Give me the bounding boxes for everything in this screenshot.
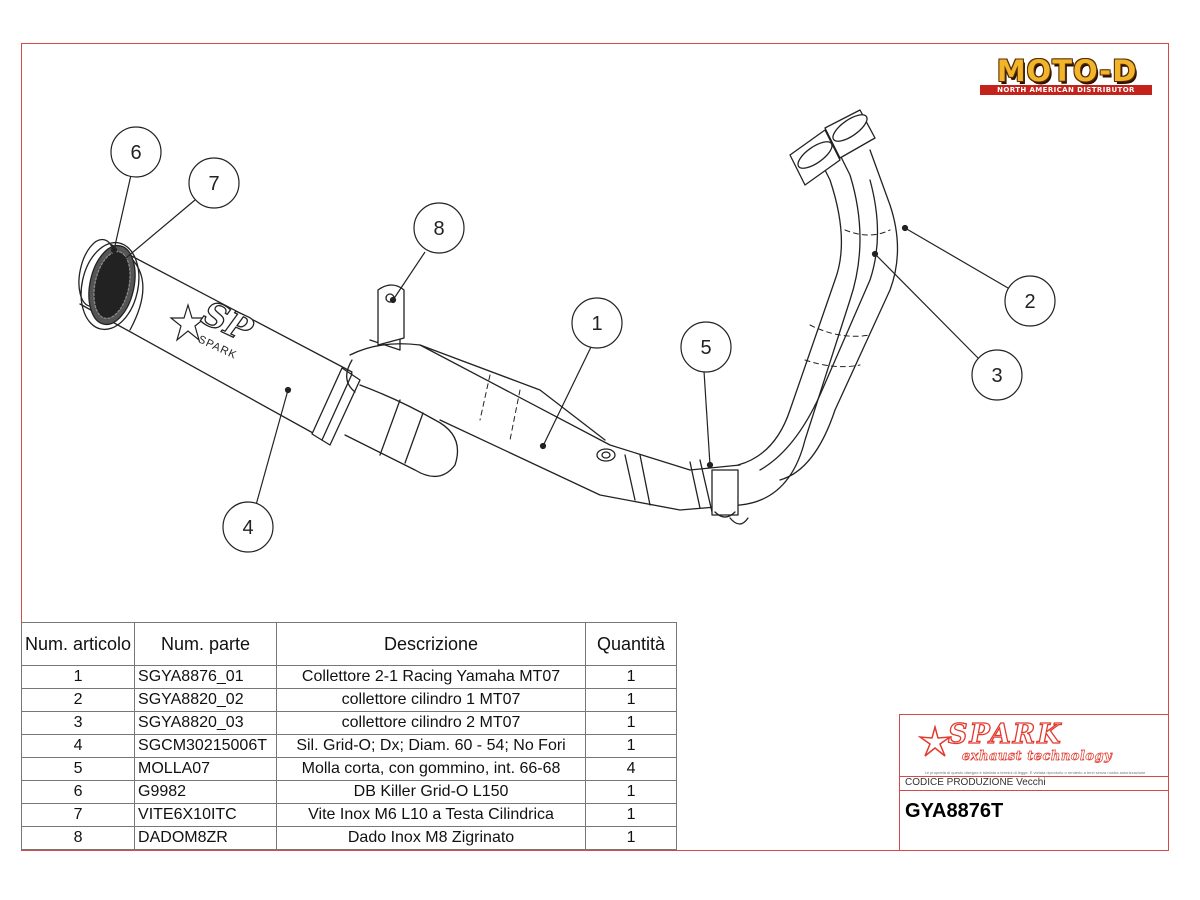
table-row: 2 SGYA8820_02 collettore cilindro 1 MT07… [20, 688, 678, 712]
legal-fine-print: Le proprietà di questo disegno è tutelat… [924, 770, 1146, 775]
db-killer-mesh [88, 244, 136, 326]
link-pipe [344, 324, 606, 477]
cell-num: 8 [20, 826, 136, 850]
cell-part: VITE6X10ITC [134, 803, 278, 827]
cell-num: 4 [20, 734, 136, 758]
table-row: 5 MOLLA07 Molla corta, con gommino, int.… [20, 757, 678, 781]
silencer-collar [311, 367, 361, 446]
title-block-divider [900, 790, 1168, 791]
header-pipes [737, 144, 899, 506]
cell-part: MOLLA07 [134, 757, 278, 781]
cell-part: SGYA8820_03 [134, 711, 278, 735]
motod-logo-tagline: NORTH AMERICAN DISTRIBUTOR [980, 85, 1152, 95]
col-num-parte: Num. parte [134, 622, 278, 666]
cell-part: DADOM8ZR [134, 826, 278, 850]
balloon-label: 1 [591, 313, 602, 335]
codice-produzione-label: CODICE PRODUZIONE Vecchi [905, 777, 1046, 788]
header-flanges [789, 109, 876, 186]
balloon-5: 5 [680, 321, 732, 373]
table-row: 1 SGYA8876_01 Collettore 2-1 Racing Yama… [20, 665, 678, 689]
cell-qty: 1 [585, 665, 678, 689]
balloon-label: 6 [130, 142, 141, 164]
balloon-label: 8 [433, 218, 444, 240]
balloon-label: 4 [242, 517, 253, 539]
table-row: 7 VITE6X10ITC Vite Inox M6 L10 a Testa C… [20, 803, 678, 827]
product-code: GYA8876T [905, 800, 1004, 822]
cell-qty: 1 [585, 688, 678, 712]
spark-logo-text: SPARK [947, 718, 1063, 750]
cell-num: 1 [20, 665, 136, 689]
cell-qty: 1 [585, 803, 678, 827]
balloon-1: 1 [571, 297, 623, 349]
cell-part: SGYA8876_01 [134, 665, 278, 689]
col-quantita: Quantità [585, 622, 678, 666]
balloon-label: 7 [208, 173, 219, 195]
cell-qty: 1 [585, 734, 678, 758]
balloon-label: 3 [991, 365, 1002, 387]
title-block: SPARK exhaust technology Le proprietà di… [899, 714, 1169, 851]
balloon-2: 2 [1004, 275, 1056, 327]
balloon-7: 7 [188, 157, 240, 209]
balloon-8: 8 [413, 202, 465, 254]
collector-pipe [419, 344, 741, 511]
col-descrizione: Descrizione [276, 622, 587, 666]
col-num-articolo: Num. articolo [20, 622, 136, 666]
cell-desc: Dado Inox M8 Zigrinato [276, 826, 587, 850]
balloon-6: 6 [110, 126, 162, 178]
cell-qty: 1 [585, 711, 678, 735]
spring-joint [689, 459, 749, 525]
cell-part: SGCM30215006T [134, 734, 278, 758]
spark-star-icon [918, 725, 952, 757]
hanger-bracket [377, 284, 405, 346]
cell-desc: Collettore 2-1 Racing Yamaha MT07 [276, 665, 587, 689]
cell-desc: Vite Inox M6 L10 a Testa Cilindrica [276, 803, 587, 827]
table-header-row: Num. articolo Num. parte Descrizione Qua… [20, 622, 678, 666]
cell-part: G9982 [134, 780, 278, 804]
motod-logo-name: MOTO-D [996, 54, 1138, 88]
cell-num: 6 [20, 780, 136, 804]
cell-qty: 4 [585, 757, 678, 781]
cell-part: SGYA8820_02 [134, 688, 278, 712]
cell-desc: collettore cilindro 2 MT07 [276, 711, 587, 735]
cell-desc: Sil. Grid-O; Dx; Diam. 60 - 54; No Fori [276, 734, 587, 758]
table-row: 6 G9982 DB Killer Grid-O L150 1 [20, 780, 678, 804]
balloon-label: 5 [700, 337, 711, 359]
cell-desc: DB Killer Grid-O L150 [276, 780, 587, 804]
motod-logo: MOTO-D NORTH AMERICAN DISTRIBUTOR [972, 54, 1162, 95]
cell-desc: collettore cilindro 1 MT07 [276, 688, 587, 712]
cell-desc: Molla corta, con gommino, int. 66-68 [276, 757, 587, 781]
table-row: 3 SGYA8820_03 collettore cilindro 2 MT07… [20, 711, 678, 735]
drawing-frame [21, 43, 1169, 851]
balloon-label: 2 [1024, 291, 1035, 313]
cell-qty: 1 [585, 826, 678, 850]
cell-num: 3 [20, 711, 136, 735]
balloon-4: 4 [222, 501, 274, 553]
cell-num: 7 [20, 803, 136, 827]
table-row: 4 SGCM30215006T Sil. Grid-O; Dx; Diam. 6… [20, 734, 678, 758]
cell-num: 5 [20, 757, 136, 781]
spark-logo: SPARK exhaust technology [918, 718, 1158, 769]
title-block-divider [900, 776, 1168, 777]
table-row: 8 DADOM8ZR Dado Inox M8 Zigrinato 1 [20, 826, 678, 850]
balloon-3: 3 [971, 349, 1023, 401]
leader-lines [110, 174, 1009, 506]
cell-num: 2 [20, 688, 136, 712]
parts-table: Num. articolo Num. parte Descrizione Qua… [20, 622, 678, 850]
cell-qty: 1 [585, 780, 678, 804]
spark-logo-tagline: exhaust technology [962, 749, 1113, 765]
